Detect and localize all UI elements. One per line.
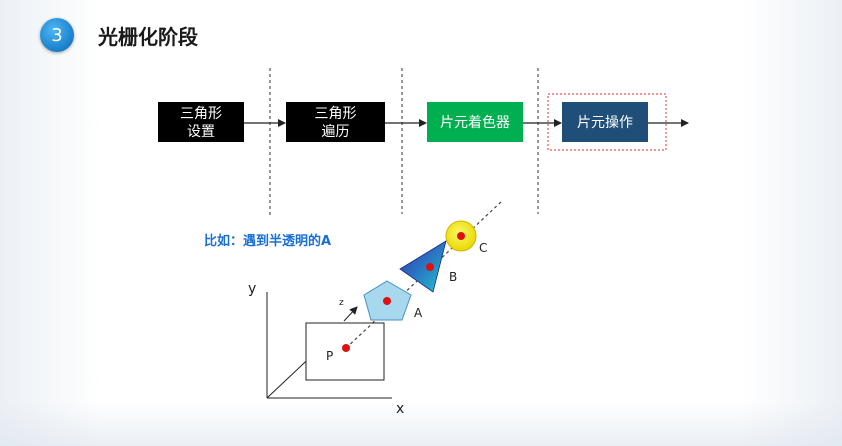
- step-number-badge: 3: [40, 18, 74, 52]
- z-axis-arrow: [343, 306, 358, 322]
- stage-4-highlight-border: [547, 93, 667, 151]
- object-a-dot: [383, 297, 391, 305]
- step-number: 3: [51, 24, 63, 46]
- point-p-label: P: [326, 349, 333, 363]
- x-axis-label: x: [396, 401, 404, 417]
- stage-2-label-line2: 遍历: [322, 124, 350, 140]
- stage-2-label-line1: 三角形: [315, 106, 357, 122]
- object-b-label: B: [449, 270, 457, 284]
- stage-4-label: 片元操作: [577, 115, 633, 131]
- stage-box-triangle-traversal: [286, 102, 385, 142]
- object-a-label: A: [414, 306, 423, 320]
- stage-box-fragment-operations: [562, 102, 648, 142]
- object-c-dot: [457, 232, 465, 240]
- example-caption: 比如：遇到半透明的A: [204, 233, 331, 249]
- page-title: 光栅化阶段: [98, 24, 198, 49]
- point-p-dot: [342, 344, 350, 352]
- y-axis-label: y: [248, 281, 256, 297]
- stage-3-label: 片元着色器: [440, 114, 510, 131]
- slide-header: 3 光栅化阶段: [40, 17, 198, 53]
- object-b-dot: [426, 263, 434, 271]
- stage-1-label-line2: 设置: [187, 124, 215, 140]
- object-b-cone: [399, 240, 447, 293]
- stage-box-fragment-shader: [427, 102, 523, 142]
- stage-1-label-line1: 三角形: [180, 106, 222, 122]
- stage-box-triangle-setup: [158, 102, 244, 142]
- object-c-label: C: [479, 241, 487, 255]
- view-ray-near: [345, 321, 375, 349]
- z-axis-label: z: [339, 298, 344, 308]
